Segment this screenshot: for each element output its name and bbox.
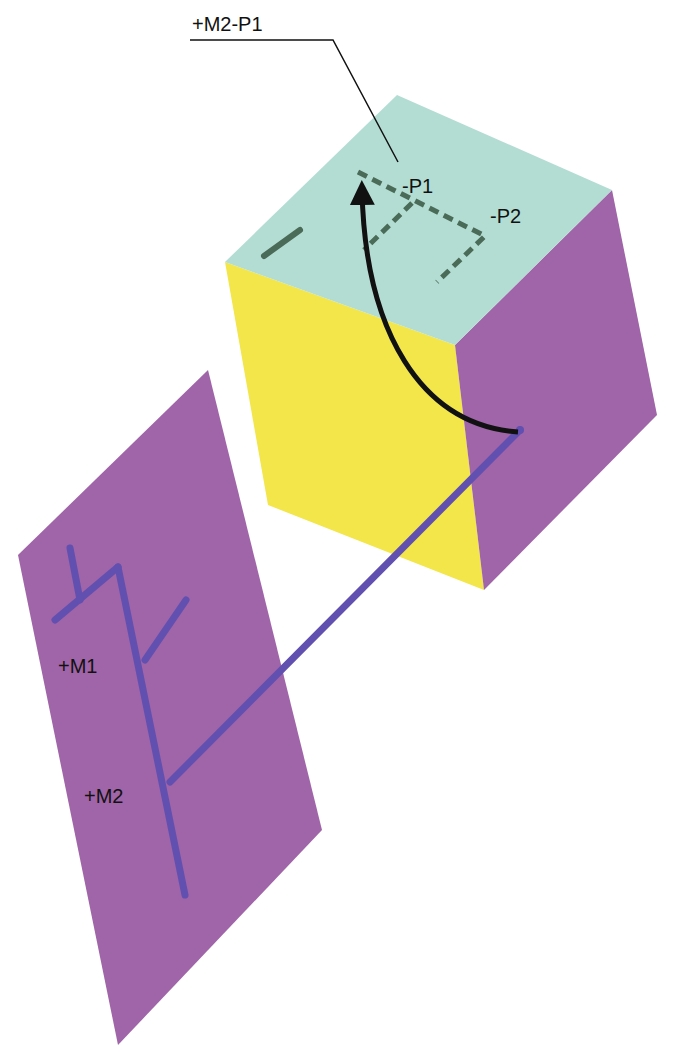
- dashed-tree: [358, 172, 485, 282]
- part-label: +M2-P1: [192, 14, 263, 34]
- part-label: +M2: [84, 786, 123, 806]
- part-label: -P2: [490, 206, 521, 226]
- mapping-arrow: [362, 190, 518, 432]
- tree-lines: [55, 430, 520, 895]
- part-label: +M1: [58, 656, 97, 676]
- part-label: -P1: [402, 176, 433, 196]
- leader-line: [190, 40, 398, 162]
- minus-mark: [264, 230, 300, 256]
- cube-top-face: [225, 95, 612, 345]
